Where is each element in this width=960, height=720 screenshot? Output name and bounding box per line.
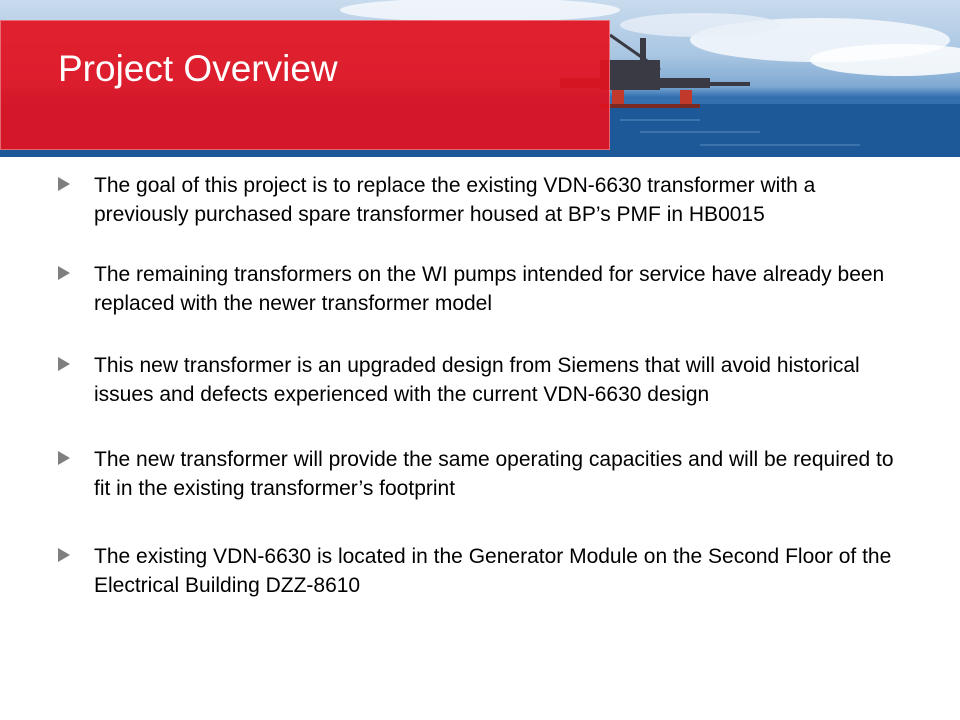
play-triangle-icon [58,177,70,191]
bullet-text: The new transformer will provide the sam… [94,448,894,500]
play-triangle-icon [58,548,70,562]
title-box [0,20,610,150]
slide-title: Project Overview [58,48,338,89]
play-triangle-icon [58,266,70,280]
play-triangle-icon [58,357,70,371]
play-triangle-icon [58,451,70,465]
bullet-text: The remaining transformers on the WI pum… [94,263,885,315]
bullet-text: The goal of this project is to replace t… [94,174,816,226]
bullet-text: The existing VDN-6630 is located in the … [94,545,892,597]
bullet-text: This new transformer is an upgraded desi… [94,354,860,406]
